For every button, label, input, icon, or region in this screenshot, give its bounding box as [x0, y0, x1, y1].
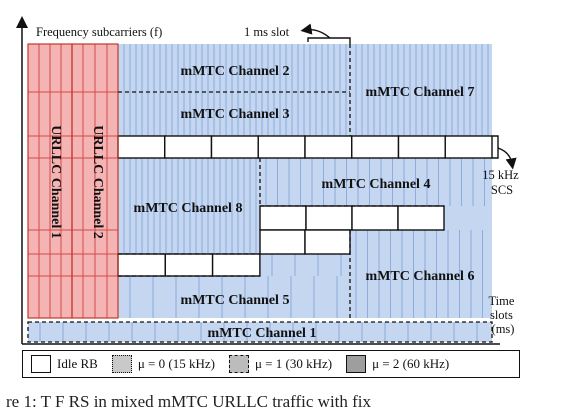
- scs-arrow: [497, 147, 517, 170]
- idle-rb: [351, 135, 400, 159]
- mmtc-channel-2-label: mMTC Channel 2: [181, 64, 290, 79]
- urllc-channel-1-label: URLLC Channel 1: [48, 125, 63, 239]
- legend-swatch-idle: [31, 355, 51, 373]
- legend-item-mu2: μ = 2 (60 kHz): [346, 355, 449, 373]
- mmtc-channel-5-region: [118, 276, 350, 318]
- x-axis-label: Time slots (ms): [488, 294, 517, 336]
- idle-rb: [397, 205, 445, 231]
- idle-rb: [259, 205, 307, 231]
- mmtc-channel-1-border: [27, 321, 493, 343]
- idle-rb: [304, 135, 353, 159]
- mmtc-channel-4-region-top: [260, 158, 492, 206]
- mmtc-channel-5-label: mMTC Channel 5: [181, 293, 290, 308]
- legend: Idle RB μ = 0 (15 kHz) μ = 1 (30 kHz) μ …: [22, 350, 520, 378]
- mmtc-channel-3-label: mMTC Channel 3: [181, 107, 290, 122]
- legend-label-mu0: μ = 0 (15 kHz): [137, 356, 215, 371]
- mmtc-channel-4-label: mMTC Channel 4: [322, 177, 431, 192]
- slot-bracket: [300, 23, 351, 44]
- legend-swatch-mu1: [228, 355, 249, 373]
- slot-label: 1 ms slot: [244, 25, 290, 39]
- x-axis-label-line-1: Time: [488, 294, 514, 308]
- scs-label: 15 kHz SCS: [482, 168, 522, 197]
- idle-rb: [210, 135, 259, 159]
- idle-rb: [351, 205, 399, 231]
- mmtc-channel-1-region: [28, 322, 492, 342]
- mmtc-channel-2-region: [118, 44, 350, 92]
- legend-label-mu1: μ = 1 (30 kHz): [254, 356, 333, 371]
- mmtc-channel-1-label: mMTC Channel 1: [208, 326, 317, 341]
- legend-item-mu0: μ = 0 (15 kHz): [111, 355, 215, 373]
- idle-rb: [117, 253, 166, 277]
- idle-rb: [117, 135, 166, 159]
- mmtc-channel-7-label: mMTC Channel 7: [366, 85, 475, 100]
- legend-item-mu1: μ = 1 (30 kHz): [228, 355, 333, 373]
- idle-rb: [164, 253, 214, 277]
- mmtc-channel-8-region: [118, 158, 260, 254]
- mmtc-channel-7-region: [350, 44, 492, 136]
- idle-rb: [259, 229, 306, 255]
- urllc-channel-2-label: URLLC Channel 2: [90, 125, 105, 239]
- legend-swatch-mu0: [111, 355, 132, 373]
- idle-rb: [257, 135, 306, 159]
- mmtc-channel-6-region: [350, 230, 492, 318]
- scs-bracket: [492, 135, 517, 170]
- x-axis-label-line-2: slots: [490, 308, 513, 322]
- idle-rb: [211, 253, 261, 277]
- idle-rb: [164, 135, 213, 159]
- idle-rb: [444, 135, 493, 159]
- mmtc-channel-4-region-side: [444, 206, 492, 230]
- figure-caption: re 1: T F RS in mixed mMTC URLLC traffic…: [6, 392, 372, 411]
- slot-arrow: [300, 23, 331, 39]
- mmtc-regions: [28, 44, 492, 342]
- x-axis-label-line-3: (ms): [492, 322, 515, 336]
- legend-label-idle: Idle RB: [57, 356, 98, 371]
- mmtc-channel-3-region: [118, 92, 350, 136]
- mmtc-channel-5-region-top: [260, 254, 350, 276]
- subcarrier-grid: [28, 44, 489, 342]
- axes: [16, 16, 500, 345]
- scs-bracket-line: [492, 135, 499, 159]
- legend-item-idle: Idle RB: [31, 355, 98, 373]
- urllc-channel-2-border: [71, 43, 119, 319]
- idle-rb: [397, 135, 446, 159]
- slot-bracket-line: [307, 37, 351, 44]
- legend-label-mu2: μ = 2 (60 kHz): [372, 356, 450, 371]
- mmtc-channel-8-label: mMTC Channel 8: [134, 201, 243, 216]
- y-axis-label: Frequency subcarriers (f): [36, 25, 162, 39]
- scs-label-line-2: SCS: [491, 183, 513, 197]
- scs-label-line-1: 15 kHz: [482, 168, 519, 182]
- idle-rb: [305, 205, 353, 231]
- region-borders: [27, 43, 493, 343]
- legend-swatch-mu2: [346, 355, 367, 373]
- mmtc-channel-6-label: mMTC Channel 6: [366, 269, 475, 284]
- idle-rb: [304, 229, 351, 255]
